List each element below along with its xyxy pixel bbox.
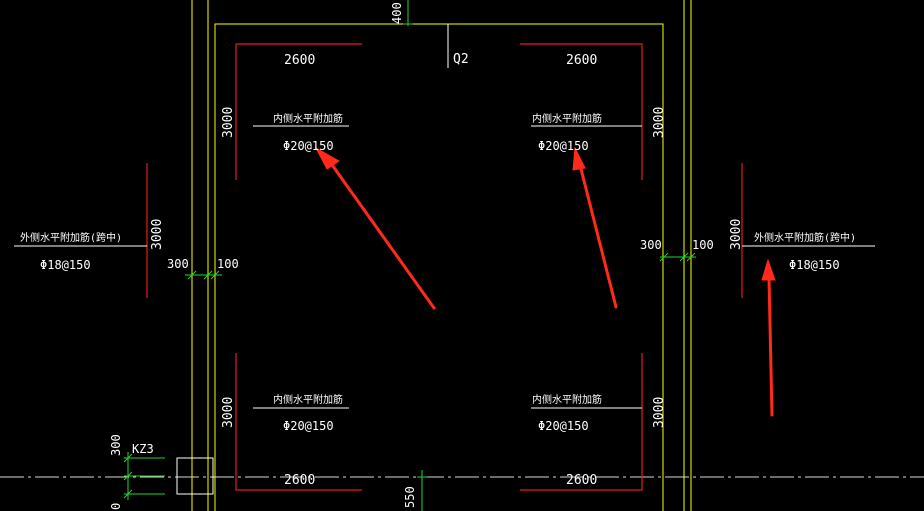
dim-rebar-length-bottom-left: 2600 <box>284 473 315 488</box>
column-tag-kz3: KZ3 <box>132 442 154 456</box>
inner-rebar-spec-top-left: Φ20@150 <box>283 139 334 153</box>
arrow-right-head <box>761 258 776 281</box>
arrow-top-left-head <box>314 146 340 170</box>
label-leaders <box>14 24 875 409</box>
outer-rebar-spec-right: Φ18@150 <box>789 258 840 272</box>
arrow-top-left-shaft <box>328 160 436 310</box>
inner-rebar-label-top-left: 内侧水平附加筋 <box>273 112 343 125</box>
rebar-bracket-bottom-left <box>235 353 362 491</box>
dim-top-gap: 400 <box>390 2 404 24</box>
arrow-top-right-shaft <box>578 163 618 309</box>
inner-rebar-label-bottom-right: 内侧水平附加筋 <box>532 393 602 406</box>
arrow-right-shaft <box>767 276 774 417</box>
inner-rebar-spec-bottom-left: Φ20@150 <box>283 419 334 433</box>
inner-rebar-label-bottom-left: 内侧水平附加筋 <box>273 393 343 406</box>
outer-rebar-label-right: 外侧水平附加筋(跨中) <box>754 231 856 244</box>
dimension-lines <box>123 0 696 511</box>
dim-rebar-v-left-outer: 3000 <box>150 219 165 250</box>
wall-tag-q2: Q2 <box>453 52 469 67</box>
rebar-bracket-top-right <box>520 43 643 180</box>
dim-rebar-v-top-left: 3000 <box>221 107 236 138</box>
annotation-arrows <box>314 146 776 417</box>
rebar-bracket-top-left <box>235 43 362 180</box>
inner-rebar-spec-top-right: Φ20@150 <box>538 139 589 153</box>
dim-wall-thickness-left: 300 <box>167 257 189 271</box>
dim-cover-left: 100 <box>217 257 239 271</box>
outer-rebar-spec-left: Φ18@150 <box>40 258 91 272</box>
wall-outline <box>191 0 692 511</box>
dim-rebar-v-top-right: 3000 <box>652 107 667 138</box>
inner-rebar-label-top-right: 内侧水平附加筋 <box>532 112 602 125</box>
dim-rebar-length-top-right: 2600 <box>566 53 597 68</box>
dim-rebar-v-bottom-left: 3000 <box>221 397 236 428</box>
dim-rebar-v-bottom-right: 3000 <box>652 397 667 428</box>
dim-column-0: 0 <box>109 503 123 510</box>
column-kz3-box <box>176 457 214 495</box>
dim-bottom-gap: 550 <box>403 486 417 508</box>
dim-wall-thickness-right: 300 <box>640 238 662 252</box>
arrow-top-right-head <box>572 146 586 171</box>
inner-rebar-spec-bottom-right: Φ20@150 <box>538 419 589 433</box>
dim-rebar-length-top-left: 2600 <box>284 53 315 68</box>
dim-cover-right: 100 <box>692 238 714 252</box>
dim-column-300: 300 <box>109 434 123 456</box>
dim-rebar-length-bottom-right: 2600 <box>566 473 597 488</box>
outer-rebar-label-left: 外侧水平附加筋(跨中) <box>20 231 122 244</box>
rebar-lines <box>146 43 743 491</box>
rebar-bracket-bottom-right <box>520 353 643 491</box>
dim-rebar-v-right-outer: 3000 <box>729 219 744 250</box>
